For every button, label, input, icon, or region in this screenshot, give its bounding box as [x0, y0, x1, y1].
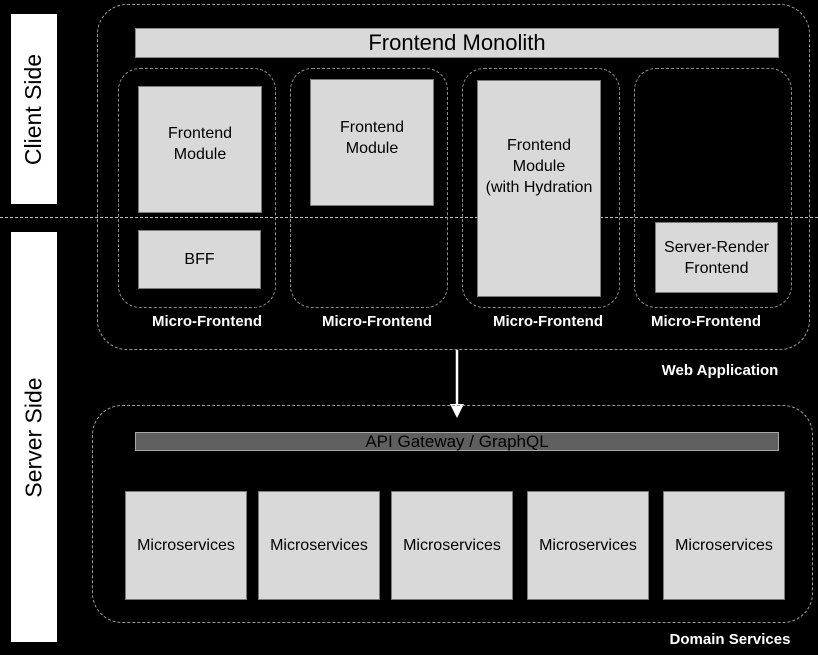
microservice-card: Microservices — [258, 491, 380, 600]
microservice-card: Microservices — [125, 491, 247, 600]
microservice-card: Microservices — [391, 491, 513, 600]
frontend-module-card: Frontend Module — [138, 86, 262, 213]
domain-services-label: Domain Services — [669, 631, 791, 648]
microservice-card: Microservices — [527, 491, 649, 600]
web-application-label: Web Application — [661, 362, 779, 379]
client-side-label: Client Side — [11, 14, 57, 204]
micro-frontend-box — [462, 68, 620, 308]
domain-services-container — [92, 405, 813, 623]
bff-card: BFF — [138, 230, 261, 289]
micro-frontend-caption: Micro-Frontend — [322, 313, 432, 330]
web-application-container — [97, 4, 810, 350]
server-side-label: Server Side — [11, 232, 57, 642]
down-arrow-icon — [450, 350, 464, 418]
microservice-card: Microservices — [663, 491, 785, 600]
server-render-frontend-card: Server-Render Frontend — [655, 222, 778, 293]
micro-frontend-box — [634, 68, 792, 308]
frontend-module-hydration-card: Frontend Module (with Hydration — [477, 80, 601, 297]
api-gateway-bar: API Gateway / GraphQL — [135, 432, 779, 451]
micro-frontend-caption: Micro-Frontend — [152, 313, 262, 330]
micro-frontend-caption: Micro-Frontend — [651, 313, 761, 330]
frontend-monolith-bar: Frontend Monolith — [135, 28, 779, 58]
micro-frontend-box — [290, 68, 448, 308]
micro-frontend-box — [118, 68, 276, 308]
frontend-module-card: Frontend Module — [310, 79, 434, 206]
client-server-divider — [0, 217, 818, 218]
micro-frontend-caption: Micro-Frontend — [493, 313, 603, 330]
